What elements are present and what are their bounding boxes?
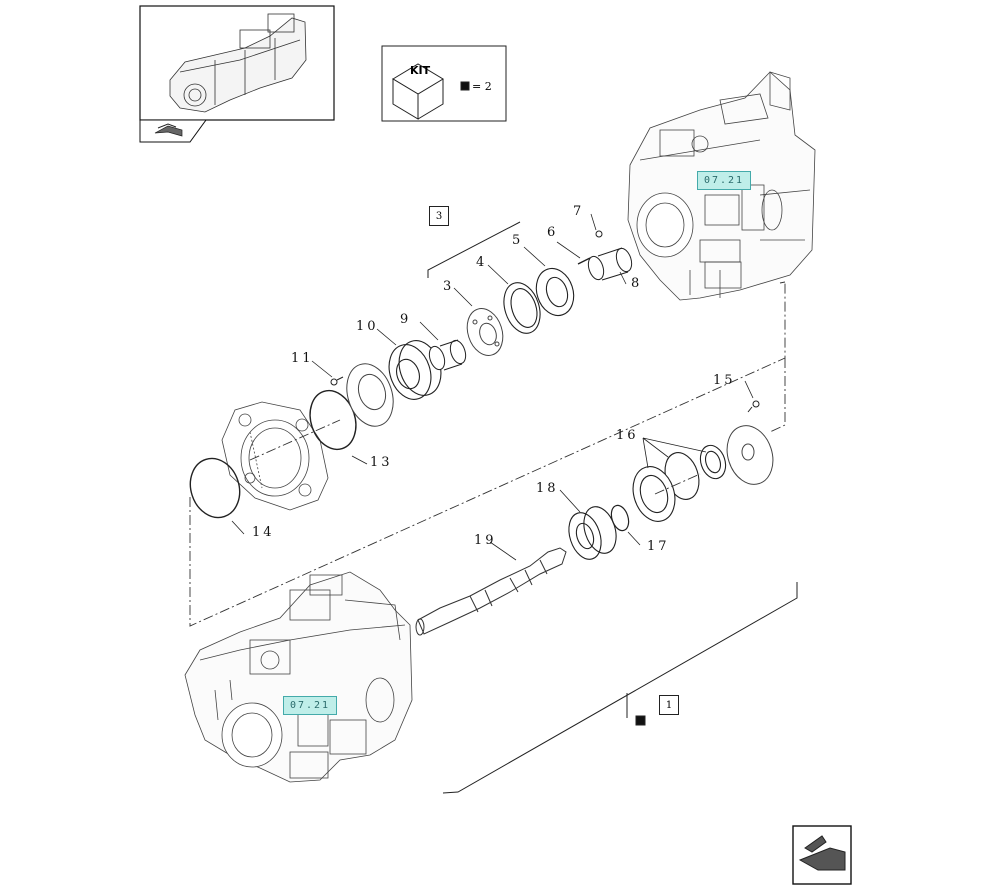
- callout-6: 5: [512, 233, 524, 248]
- cover-plate: [726, 425, 774, 485]
- callout-8: 7: [573, 204, 585, 219]
- callout-16: 16: [616, 428, 639, 443]
- end-housing-plate: [221, 401, 329, 511]
- screw-15: [747, 400, 760, 413]
- seal-kit-16: [632, 444, 727, 522]
- reference-link-lower[interactable]: 07.21: [283, 696, 337, 715]
- screw-12: [330, 376, 344, 386]
- callout-15: 15: [713, 373, 736, 388]
- screw-8: [595, 230, 603, 238]
- kit-equation: = 2: [472, 80, 492, 93]
- kit-marker-square: [635, 715, 646, 726]
- callout-11: 10: [356, 319, 379, 334]
- assembly-ref-1: 1: [659, 695, 679, 715]
- o-ring-13: [309, 389, 357, 451]
- back-arrow-icon[interactable]: [139, 119, 207, 143]
- callout-14: 14: [252, 525, 275, 540]
- pump-thumbnail-icon[interactable]: [139, 5, 335, 121]
- o-ring-14: [189, 457, 241, 519]
- sleeve-10: [428, 339, 467, 371]
- pin-7: [577, 257, 591, 265]
- bearing-18: [568, 506, 617, 560]
- snap-ring-17: [610, 504, 630, 532]
- callout-17: 17: [647, 539, 670, 554]
- forward-arrow-icon[interactable]: [792, 825, 852, 885]
- callout-7: 6: [547, 225, 559, 240]
- callout-4: 3: [443, 279, 455, 294]
- callout-9: 8: [631, 276, 643, 291]
- port-plate: [346, 363, 394, 427]
- kit-label: KIT: [410, 64, 431, 77]
- ring-5: [503, 282, 541, 334]
- callout-5: 4: [476, 255, 488, 270]
- callout-19: 19: [474, 533, 497, 548]
- kit-legend: [381, 45, 507, 122]
- callout-10: 9: [400, 312, 412, 327]
- callout-18: 18: [536, 481, 559, 496]
- rotor-4: [466, 308, 504, 356]
- callout-13: 13: [370, 455, 393, 470]
- shaft-19: [415, 547, 567, 636]
- assembly-ref-3: 3: [429, 206, 449, 226]
- bushing-9: [587, 247, 633, 281]
- ring-6: [535, 267, 575, 317]
- pump-housing-lower: [184, 571, 413, 783]
- callout-12: 11: [291, 351, 314, 366]
- reference-link-upper[interactable]: 07.21: [697, 171, 751, 190]
